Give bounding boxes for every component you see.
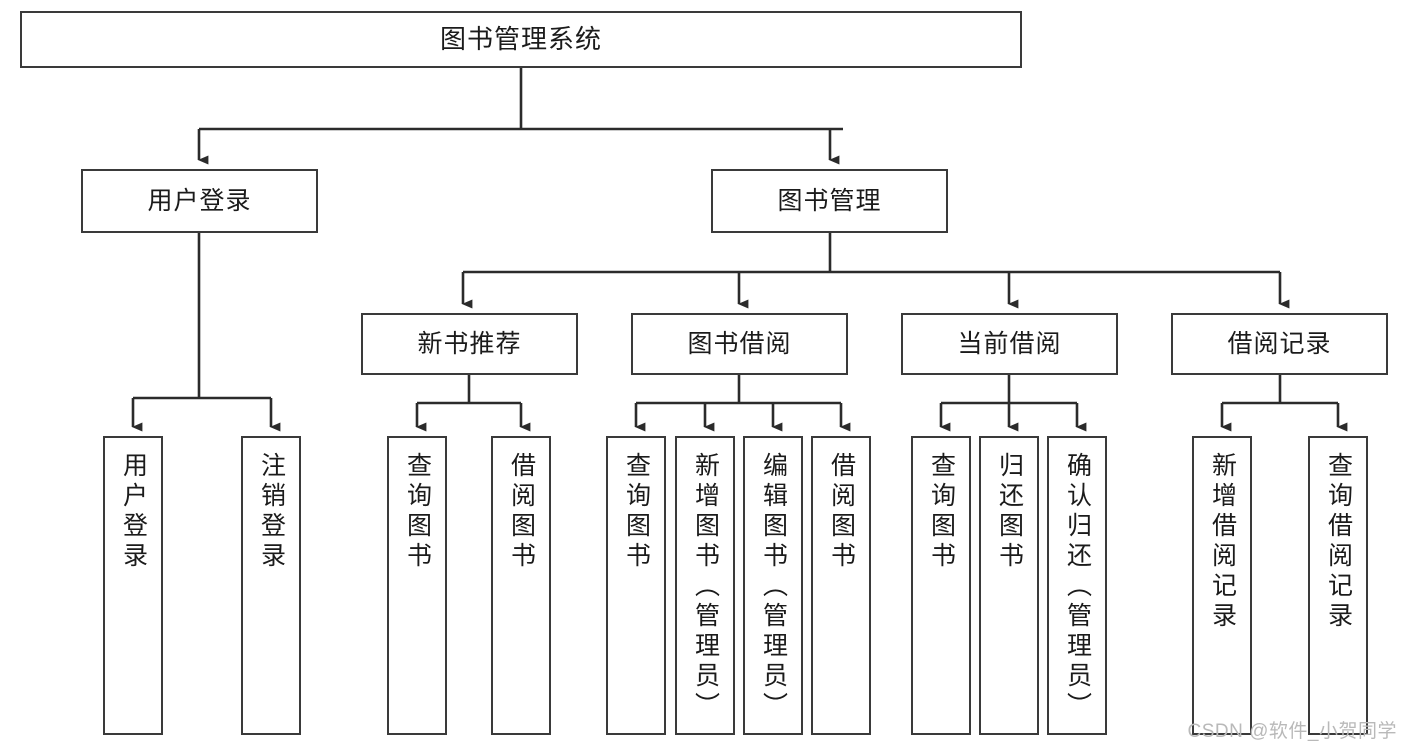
node-label: 图书借阅 [687, 330, 792, 358]
node-label: 借阅图书 [827, 452, 856, 572]
leaf-book-borrow-borrow[interactable]: 借阅图书 [811, 436, 871, 735]
node-label: 借阅图书 [507, 452, 536, 572]
leaf-user-login-logout[interactable]: 注销登录 [241, 436, 301, 735]
leaf-book-borrow-query[interactable]: 查询图书 [606, 436, 666, 735]
leaf-borrow-record-query[interactable]: 查询借阅记录 [1308, 436, 1368, 735]
node-label: 确认归还（管理员） [1063, 452, 1092, 722]
node-label: 查询图书 [927, 452, 956, 572]
node-label: 图书管理系统 [439, 23, 602, 54]
node-label: 新书推荐 [417, 330, 522, 358]
node-root-system[interactable]: 图书管理系统 [20, 11, 1022, 68]
node-book-management[interactable]: 图书管理 [711, 169, 948, 233]
node-label: 查询借阅记录 [1324, 452, 1353, 632]
leaf-book-borrow-edit[interactable]: 编辑图书（管理员） [743, 436, 803, 735]
node-user-login[interactable]: 用户登录 [81, 169, 318, 233]
leaf-current-borrow-confirm-return[interactable]: 确认归还（管理员） [1047, 436, 1107, 735]
leaf-new-book-query[interactable]: 查询图书 [387, 436, 447, 735]
leaf-new-book-borrow[interactable]: 借阅图书 [491, 436, 551, 735]
leaf-current-borrow-return[interactable]: 归还图书 [979, 436, 1039, 735]
node-label: 当前借阅 [957, 330, 1062, 358]
node-current-borrow[interactable]: 当前借阅 [901, 313, 1118, 375]
node-label: 借阅记录 [1227, 330, 1332, 358]
node-label: 新增图书（管理员） [691, 452, 720, 722]
leaf-user-login-login[interactable]: 用户登录 [103, 436, 163, 735]
node-new-book-recommend[interactable]: 新书推荐 [361, 313, 578, 375]
node-label: 查询图书 [622, 452, 651, 572]
watermark-text: CSDN @软件_小贺同学 [1187, 721, 1397, 742]
node-label: 编辑图书（管理员） [759, 452, 788, 722]
node-label: 新增借阅记录 [1208, 452, 1237, 632]
node-label: 图书管理 [777, 187, 882, 215]
node-borrow-record[interactable]: 借阅记录 [1171, 313, 1388, 375]
leaf-borrow-record-add[interactable]: 新增借阅记录 [1192, 436, 1252, 735]
node-label: 注销登录 [257, 452, 286, 572]
leaf-current-borrow-query[interactable]: 查询图书 [911, 436, 971, 735]
node-label: 查询图书 [403, 452, 432, 572]
leaf-book-borrow-add[interactable]: 新增图书（管理员） [675, 436, 735, 735]
node-label: 用户登录 [147, 187, 252, 215]
node-book-borrow[interactable]: 图书借阅 [631, 313, 848, 375]
node-label: 归还图书 [995, 452, 1024, 572]
node-label: 用户登录 [119, 452, 148, 572]
